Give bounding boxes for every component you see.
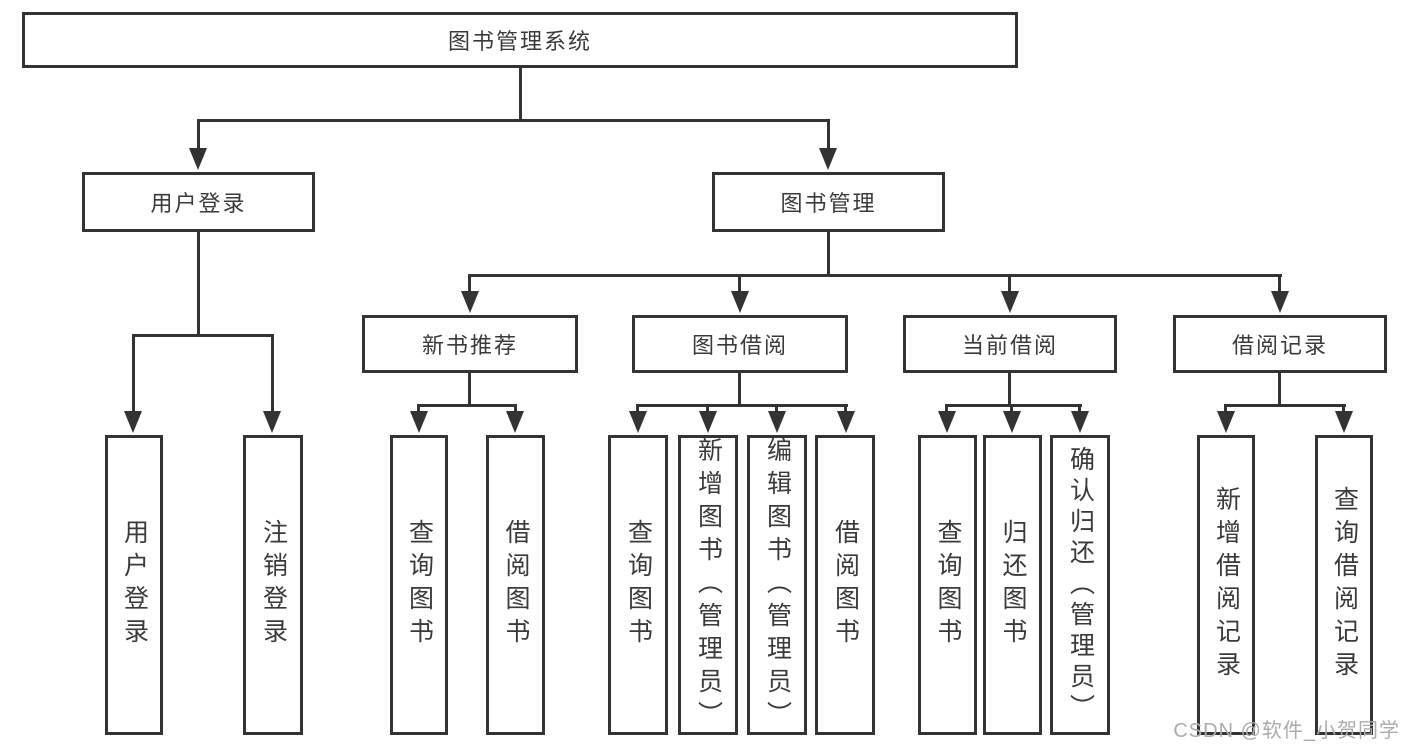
connector-line [1008, 373, 1011, 405]
connector-line [197, 232, 200, 335]
leaf-label: 编辑图书（管理员） [763, 436, 792, 734]
arrow-down-icon [1003, 411, 1021, 433]
arrow-down-icon [263, 411, 281, 433]
leaf-query-book-recommend: 查询图书 [390, 435, 448, 735]
leaf-label: 查询图书 [405, 519, 434, 651]
leaf-edit-book-admin: 编辑图书（管理员） [747, 435, 807, 735]
connector-line [417, 404, 420, 416]
arrow-down-icon [410, 411, 428, 433]
arrow-down-icon [1335, 411, 1353, 433]
leaf-query-book-current: 查询图书 [918, 435, 977, 735]
arrow-down-icon [1217, 411, 1235, 433]
connector-line [132, 334, 274, 337]
arrow-down-icon [699, 411, 717, 433]
watermark: CSDN @软件_小贺同学 [1173, 720, 1400, 742]
leaf-label: 归还图书 [999, 519, 1027, 651]
connector-line [469, 274, 1282, 277]
leaf-label: 确认归还（管理员） [1066, 445, 1095, 725]
connector-line [197, 119, 830, 122]
connector-line [1008, 274, 1011, 293]
arrow-down-icon [506, 411, 524, 433]
leaf-query-borrow-record: 查询借阅记录 [1315, 435, 1373, 735]
connector-line [844, 404, 847, 416]
arrow-down-icon [189, 148, 207, 170]
leaf-logout: 注销登录 [243, 435, 303, 735]
leaf-add-book-admin: 新增图书（管理员） [678, 435, 738, 735]
leaf-label: 借阅图书 [831, 519, 860, 651]
leaf-return-book: 归还图书 [983, 435, 1042, 735]
node-borrow-records: 借阅记录 [1173, 315, 1387, 373]
connector-line [1278, 373, 1281, 405]
leaf-label: 用户登录 [120, 519, 149, 651]
leaf-user-login: 用户登录 [105, 435, 163, 735]
leaf-label: 查询图书 [624, 519, 653, 651]
connector-line [468, 373, 471, 405]
leaf-label: 新增图书（管理员） [694, 436, 723, 734]
arrow-down-icon [768, 411, 786, 433]
connector-line [636, 404, 639, 416]
connector-line [1278, 274, 1281, 293]
arrow-down-icon [731, 291, 749, 313]
connector-line [271, 334, 274, 413]
node-label: 图书管理系统 [447, 29, 592, 54]
leaf-add-borrow-record: 新增借阅记录 [1197, 435, 1255, 735]
connector-line [417, 404, 517, 407]
connector-line [468, 274, 471, 293]
leaf-query-book-borrow: 查询图书 [608, 435, 668, 735]
connector-line [1224, 404, 1227, 416]
node-user-login: 用户登录 [82, 172, 315, 232]
node-label: 当前借阅 [961, 333, 1058, 358]
connector-line [1342, 404, 1345, 416]
connector-line [738, 373, 741, 405]
arrow-down-icon [938, 411, 956, 433]
node-label: 新书推荐 [421, 333, 518, 358]
connector-line [706, 404, 709, 416]
node-label: 借阅记录 [1231, 333, 1328, 358]
leaf-label: 新增借阅记录 [1212, 486, 1241, 684]
arrow-down-icon [1001, 291, 1019, 313]
arrow-down-icon [1271, 291, 1289, 313]
connector-line [1078, 404, 1081, 416]
node-book-borrow: 图书借阅 [632, 315, 848, 373]
connector-line [514, 404, 517, 416]
arrow-down-icon [629, 411, 647, 433]
node-label: 图书管理 [780, 191, 877, 216]
node-book-management: 图书管理 [712, 172, 945, 232]
connector-line [519, 68, 522, 120]
node-label: 图书借阅 [691, 333, 788, 358]
node-new-book-recommend: 新书推荐 [362, 315, 578, 373]
node-library-system: 图书管理系统 [22, 12, 1018, 68]
arrow-down-icon [124, 411, 142, 433]
leaf-confirm-return-admin: 确认归还（管理员） [1050, 435, 1110, 735]
connector-line [945, 404, 948, 416]
connector-line [132, 334, 135, 413]
connector-line [636, 404, 848, 407]
connector-line [945, 404, 1082, 407]
leaf-label: 查询借阅记录 [1330, 486, 1359, 684]
arrow-down-icon [819, 148, 837, 170]
node-current-borrow: 当前借阅 [903, 315, 1117, 373]
connector-line [827, 119, 830, 150]
connector-line [738, 274, 741, 293]
node-label: 用户登录 [150, 191, 247, 216]
connector-line [1224, 404, 1346, 407]
connector-line [197, 119, 200, 150]
connector-line [827, 232, 830, 275]
arrow-down-icon [461, 291, 479, 313]
arrow-down-icon [1071, 411, 1089, 433]
leaf-label: 注销登录 [259, 519, 288, 651]
connector-line [1010, 404, 1013, 416]
arrow-down-icon [837, 411, 855, 433]
leaf-label: 查询图书 [934, 519, 962, 651]
leaf-borrow-book: 借阅图书 [815, 435, 875, 735]
leaf-borrow-book-recommend: 借阅图书 [486, 435, 545, 735]
connector-line [775, 404, 778, 416]
leaf-label: 借阅图书 [502, 519, 530, 651]
